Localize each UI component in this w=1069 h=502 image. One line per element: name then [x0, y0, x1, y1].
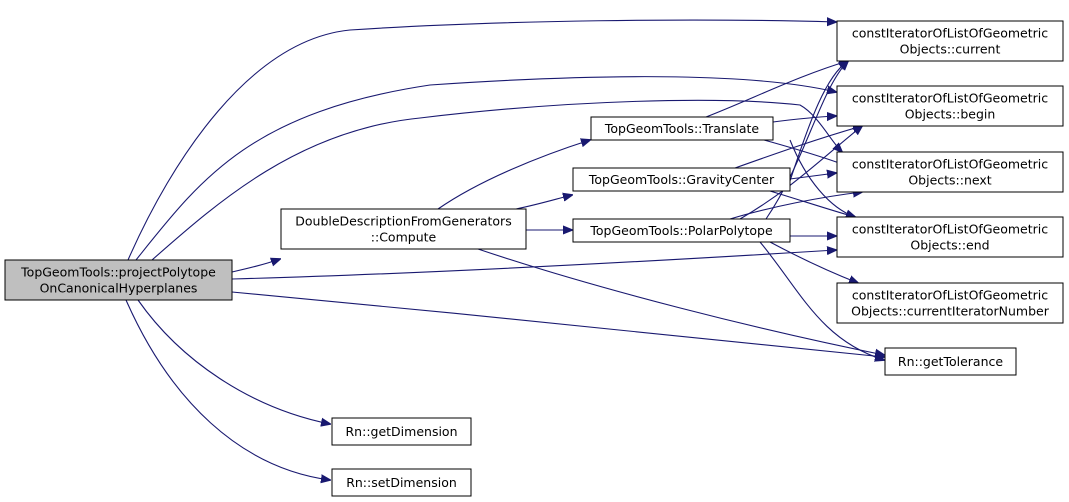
edges-layer: [125, 20, 884, 480]
edge-polar-to-next: [729, 192, 862, 220]
edge-compute-to-gravity: [515, 195, 572, 210]
node-label-gravity-line-1: TopGeomTools::GravityCenter: [588, 172, 775, 187]
edge-translate-to-begin: [772, 116, 836, 123]
node-label-compute-line-2: ::Compute: [371, 230, 437, 245]
node-box-gravity[interactable]: [572, 167, 791, 192]
node-label-polar-line-1: TopGeomTools::PolarPolytope: [589, 223, 773, 238]
node-begin[interactable]: constIteratorOfListOfGeometricObjects::b…: [836, 85, 1064, 127]
node-label-end-line-2: Objects::end: [910, 238, 989, 253]
node-next[interactable]: constIteratorOfListOfGeometricObjects::n…: [836, 151, 1064, 193]
node-label-compute-line-1: DoubleDescriptionFromGenerators: [295, 214, 511, 229]
node-gravity[interactable]: TopGeomTools::GravityCenter: [572, 167, 791, 192]
edge-compute-to-translate: [437, 140, 590, 210]
node-box-setDimension[interactable]: [331, 468, 472, 497]
node-getDimension[interactable]: Rn::getDimension: [331, 417, 472, 446]
node-label-currentIteratorNumber-line-1: constIteratorOfListOfGeometric: [852, 288, 1048, 303]
node-polar[interactable]: TopGeomTools::PolarPolytope: [572, 218, 791, 243]
node-label-current-line-1: constIteratorOfListOfGeometric: [852, 26, 1048, 41]
node-box-end[interactable]: [836, 216, 1064, 258]
node-label-begin-line-1: constIteratorOfListOfGeometric: [852, 91, 1048, 106]
node-box-polar[interactable]: [572, 218, 791, 243]
node-label-current-line-2: Objects::current: [900, 42, 1001, 57]
edge-root-to-setDimension: [125, 299, 330, 480]
edge-polar-to-begin: [739, 126, 862, 220]
node-label-next-line-1: constIteratorOfListOfGeometric: [852, 157, 1048, 172]
node-setDimension[interactable]: Rn::setDimension: [331, 468, 472, 497]
node-box-begin[interactable]: [836, 85, 1064, 127]
node-label-end-line-1: constIteratorOfListOfGeometric: [852, 222, 1048, 237]
node-translate[interactable]: TopGeomTools::Translate: [590, 116, 774, 141]
node-box-current[interactable]: [836, 20, 1064, 62]
edge-gravity-to-begin: [734, 126, 862, 169]
node-end[interactable]: constIteratorOfListOfGeometricObjects::e…: [836, 216, 1064, 258]
node-label-setDimension-line-1: Rn::setDimension: [346, 475, 457, 490]
node-root[interactable]: TopGeomTools::projectPolytopeOnCanonical…: [4, 259, 233, 301]
node-label-root-line-1: TopGeomTools::projectPolytope: [20, 265, 216, 280]
edge-translate-to-current: [705, 61, 848, 118]
edge-polar-to-getTolerance: [759, 241, 884, 360]
node-label-begin-line-2: Objects::begin: [905, 107, 996, 122]
node-label-root-line-2: OnCanonicalHyperplanes: [40, 281, 198, 296]
edge-root-to-begin: [135, 76, 836, 261]
edge-compute-to-getTolerance: [477, 248, 884, 355]
edge-gravity-to-next: [789, 173, 836, 180]
node-label-translate-line-1: TopGeomTools::Translate: [604, 121, 760, 136]
node-currentIteratorNumber[interactable]: constIteratorOfListOfGeometricObjects::c…: [836, 282, 1064, 324]
edge-polar-to-currentIteratorNumber: [769, 241, 858, 283]
node-box-getDimension[interactable]: [331, 417, 472, 446]
node-box-root[interactable]: [4, 259, 233, 301]
node-label-getDimension-line-1: Rn::getDimension: [346, 424, 458, 439]
edge-root-to-getTolerance: [231, 291, 884, 357]
node-compute[interactable]: DoubleDescriptionFromGenerators::Compute: [280, 208, 527, 250]
node-current[interactable]: constIteratorOfListOfGeometricObjects::c…: [836, 20, 1064, 62]
node-box-next[interactable]: [836, 151, 1064, 193]
node-box-compute[interactable]: [280, 208, 527, 250]
node-box-getTolerance[interactable]: [884, 347, 1017, 376]
edge-root-to-end: [231, 250, 836, 280]
node-label-currentIteratorNumber-line-2: Objects::currentIteratorNumber: [851, 304, 1050, 319]
edge-polar-to-current: [765, 61, 848, 220]
edge-root-to-current: [127, 20, 836, 261]
nodes-layer: TopGeomTools::projectPolytopeOnCanonical…: [4, 20, 1064, 497]
node-label-next-line-2: Objects::next: [908, 173, 991, 188]
node-box-currentIteratorNumber[interactable]: [836, 282, 1064, 324]
node-getTolerance[interactable]: Rn::getTolerance: [884, 347, 1017, 376]
edge-root-to-getDimension: [137, 299, 330, 424]
edge-root-to-compute: [231, 259, 280, 273]
node-label-getTolerance-line-1: Rn::getTolerance: [898, 354, 1003, 369]
node-box-translate[interactable]: [590, 116, 774, 141]
edge-root-to-next: [151, 99, 842, 261]
